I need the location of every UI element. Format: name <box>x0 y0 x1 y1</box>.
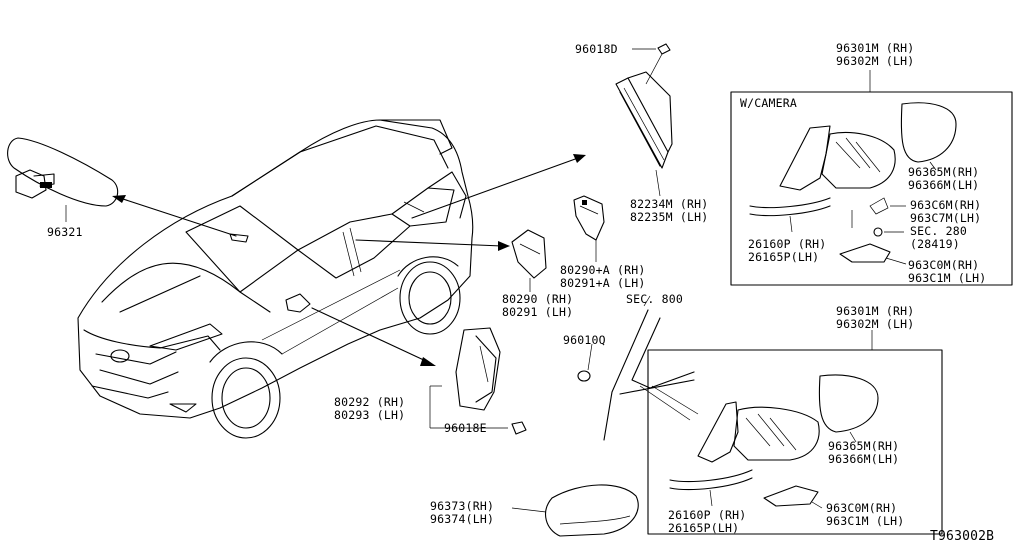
label-96018E: 96018E <box>444 421 487 435</box>
label-96365M-camera: 96365M(RH) 96366M(LH) <box>908 165 980 192</box>
label-96018D: 96018D <box>575 42 618 56</box>
standard-frame-box <box>647 349 943 535</box>
label-80290A: 80290+A (RH) 80291+A (LH) <box>560 263 646 290</box>
standard-mirror-assembly <box>669 374 879 509</box>
corner-finisher-82234M <box>615 71 673 197</box>
mirror-cover-96373 <box>511 484 639 537</box>
label-963C0M-standard: 963C0M(RH) 963C1M (LH) <box>826 501 905 528</box>
screw-96018D <box>632 43 671 85</box>
label-96365M-standard: 96365M(RH) 96366M(LH) <box>828 439 900 466</box>
label-963C6M: 963C6M(RH) 963C7M(LH) <box>910 198 982 225</box>
bracket-80290 <box>511 229 547 292</box>
door-section-800 <box>577 295 699 441</box>
bracket-80290A <box>573 195 605 262</box>
panel-80292 <box>429 327 527 435</box>
camera-frame-box <box>730 91 1013 286</box>
interior-mirror-part <box>7 137 119 222</box>
label-sec280: SEC. 280 (28419) <box>910 224 967 251</box>
label-80292: 80292 (RH) 80293 (LH) <box>334 395 406 422</box>
leader-arrows <box>112 154 586 366</box>
label-96321: 96321 <box>47 225 83 239</box>
vehicle-drawing <box>77 119 474 439</box>
label-26160P-standard: 26160P (RH) 26165P(LH) <box>668 508 747 535</box>
label-sec800: SEC. 800 <box>626 292 683 306</box>
label-26160P-camera: 26160P (RH) 26165P(LH) <box>748 237 827 264</box>
label-963C0M-camera: 963C0M(RH) 963C1M (LH) <box>908 258 987 285</box>
label-82234M: 82234M (RH) 82235M (LH) <box>630 197 709 224</box>
camera-mirror-assembly <box>749 102 957 265</box>
label-96010Q: 96010Q <box>563 333 606 347</box>
label-80290: 80290 (RH) 80291 (LH) <box>502 292 574 319</box>
diagram-code: T963002B <box>930 529 995 544</box>
standard-frame-header: 96301M (RH) 96302M (LH) <box>836 304 915 331</box>
camera-frame-header: 96301M (RH) 96302M (LH) <box>836 41 915 68</box>
label-96373: 96373(RH) 96374(LH) <box>430 499 495 526</box>
camera-frame-subtitle: W/CAMERA <box>740 96 797 110</box>
